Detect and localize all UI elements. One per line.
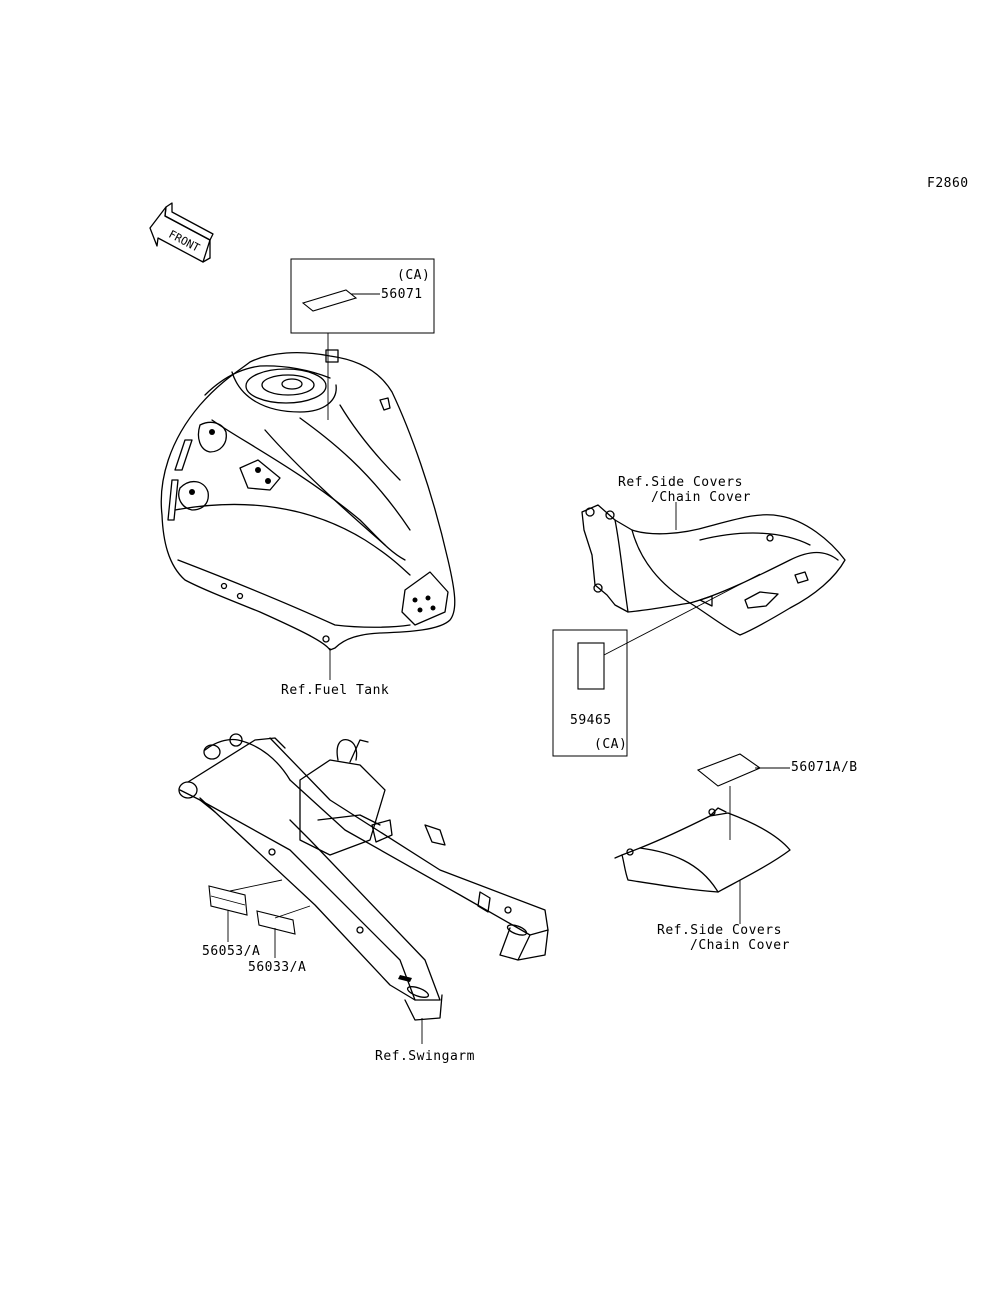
tank-label-box bbox=[290, 258, 435, 334]
swingarm-label-2: 56033/A bbox=[248, 960, 307, 975]
cover-label-number: 56071A/B bbox=[791, 760, 858, 775]
fuel-tank-ref: Ref.Fuel Tank bbox=[281, 683, 390, 698]
svg-text:FRONT: FRONT bbox=[166, 228, 202, 255]
figure-code: F2860 bbox=[927, 176, 969, 191]
side-label-ca: (CA) bbox=[594, 737, 628, 752]
fuel-tank-drawing bbox=[160, 349, 456, 680]
swingarm-decal-2 bbox=[256, 905, 311, 958]
side-covers-ref-bottom-line2: /Chain Cover bbox=[690, 938, 790, 953]
side-label-decal bbox=[577, 573, 761, 690]
side-cover-upper-drawing bbox=[581, 502, 846, 636]
side-covers-ref-bottom-line1: Ref.Side Covers bbox=[657, 923, 782, 938]
side-covers-ref-top-line1: Ref.Side Covers bbox=[618, 475, 743, 490]
swingarm-ref: Ref.Swingarm bbox=[375, 1049, 475, 1064]
swingarm-decal-1 bbox=[208, 879, 283, 942]
tank-label-number: 56071 bbox=[381, 287, 423, 302]
cover-label-decal bbox=[696, 753, 790, 840]
swingarm-label-1: 56053/A bbox=[202, 944, 261, 959]
tank-label-decal bbox=[301, 289, 380, 420]
swingarm-drawing bbox=[178, 733, 549, 1044]
side-label-number: 59465 bbox=[570, 713, 612, 728]
side-cover-lower-drawing bbox=[614, 807, 791, 924]
tank-label-ca: (CA) bbox=[397, 268, 431, 283]
side-label-box bbox=[552, 629, 628, 757]
side-covers-ref-top-line2: /Chain Cover bbox=[651, 490, 751, 505]
front-arrow-icon: FRONT bbox=[149, 202, 214, 263]
